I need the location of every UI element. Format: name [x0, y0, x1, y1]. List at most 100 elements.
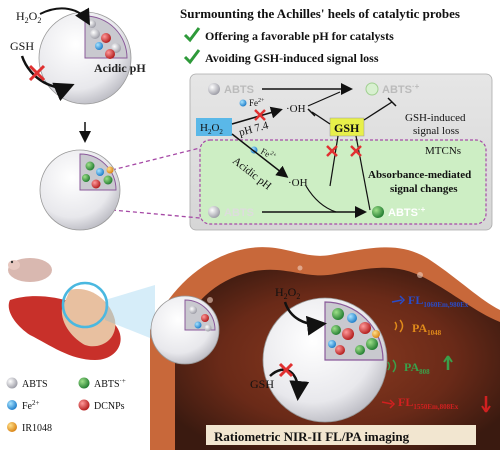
h2o2-label-top: H2O2	[16, 9, 41, 25]
pa-1048-signal: PA1048	[394, 319, 442, 337]
dcnp-ball	[342, 328, 354, 340]
top-sphere: Acidic pH H2O2 GSH	[10, 7, 146, 105]
wave-icon	[394, 319, 404, 333]
abts-radical-ball	[331, 325, 341, 335]
mtcns-label: MTCNs	[425, 145, 461, 157]
ir1048-ball	[372, 330, 380, 338]
fe-ball	[96, 168, 104, 176]
abts-radical-ball	[372, 206, 384, 218]
legend-fe-label: Fe2+	[22, 399, 40, 412]
fl1-label: FL1060Em,980Ex	[408, 293, 469, 309]
mouse-illustration	[8, 258, 155, 360]
h2o2-arrow	[39, 7, 90, 26]
dcnp-ball	[105, 49, 115, 59]
gsh-label-bottom: GSH	[250, 377, 274, 391]
gsh-box-label: GSH	[334, 121, 360, 135]
cross-icon	[28, 64, 46, 82]
mechanism-panel: MTCNs ABTS ABTS·+ H2O2 Fe2+ ·OH pH 7.4 G…	[189, 73, 493, 231]
mtcns-box	[199, 139, 487, 225]
oh-bottom-to-abts	[305, 185, 337, 213]
cross-icon	[350, 145, 362, 157]
check-icon	[183, 49, 201, 65]
h2o2-box-label: H2O2	[200, 122, 223, 136]
h2o2-arrow-bottom	[283, 301, 327, 336]
abts-radical-ball	[332, 308, 344, 320]
fe-ball	[95, 42, 103, 50]
abts-radical-ball	[355, 345, 365, 355]
cross-icon	[326, 145, 338, 157]
cross-icon	[254, 109, 266, 121]
legend-abts-radical-label: ABTS·+	[94, 377, 126, 390]
abts-ball	[88, 20, 96, 28]
main-title: Surmounting the Achilles' heels of catal…	[180, 6, 460, 21]
legend-abts-label: ABTS	[22, 379, 48, 390]
abts-ball	[208, 83, 220, 95]
oh-top-label: ·OH	[286, 103, 306, 115]
pa2-label: PA808	[404, 360, 430, 376]
legend-dcnps-label: DCNPs	[94, 401, 125, 412]
abts-ball	[208, 206, 220, 218]
h2o2-label-bottom: H2O2	[275, 285, 300, 301]
dcnp-ball	[91, 179, 101, 189]
check-icon	[183, 27, 201, 43]
wave-icon	[387, 359, 397, 373]
legend-ir1048-label: IR1048	[22, 423, 52, 434]
abts-radical-ball	[366, 338, 378, 350]
small-sphere	[150, 295, 220, 365]
pa1-label: PA1048	[412, 321, 442, 337]
cross-icon	[278, 362, 294, 378]
abts-radical-ball	[85, 161, 95, 171]
dcnp-ball	[359, 322, 371, 334]
oh-top-to-abts	[307, 91, 341, 107]
legend-abts-radical-swatch	[78, 377, 90, 389]
gsh-signal-loss-2: signal loss	[413, 125, 459, 137]
gsh-box	[329, 117, 365, 137]
fe-bottom-arrow	[231, 133, 289, 178]
absorbance-label-2: signal changes	[390, 183, 458, 195]
gsh-arrow	[20, 55, 75, 102]
caption: Ratiometric NIR-II FL/PA imaging	[214, 429, 410, 444]
abts-ball	[90, 29, 100, 39]
acidic-ph-label: Acidic pH	[94, 61, 146, 75]
gsh-arrow-bottom	[269, 368, 310, 401]
fe-ball	[239, 99, 247, 107]
pa-808-signal: PA808	[387, 355, 453, 376]
abts-bottom-right-label: ABTS·+	[388, 205, 426, 219]
fe2-top-label: Fe2+	[249, 98, 265, 108]
fe-top-arrow	[231, 106, 283, 125]
fl-1550-signal: FL1550Em,808Ex	[381, 395, 491, 413]
fe-ball	[347, 313, 357, 323]
fl-1060-signal: FL1060Em,980Ex	[391, 293, 469, 309]
middle-sphere	[39, 149, 121, 231]
gsh-to-abts-radical	[363, 101, 393, 121]
fe-ball	[194, 321, 202, 329]
check-line-2: Avoiding GSH-induced signal loss	[205, 51, 379, 65]
dcnp-ball	[101, 33, 111, 43]
gsh-signal-loss-1: GSH-induced	[405, 112, 466, 124]
dcnp-ball	[335, 345, 345, 355]
legend-ir1048-swatch	[7, 422, 17, 432]
gsh-label-top: GSH	[10, 39, 34, 53]
bottom-sphere: H2O2 GSH	[250, 285, 388, 423]
check-line-1: Offering a favorable pH for catalysts	[205, 29, 394, 43]
fe-ball	[328, 340, 336, 348]
abts-radical-ball-faded	[365, 82, 379, 96]
fl2-label: FL1550Em,808Ex	[398, 395, 459, 411]
abts-ball	[189, 306, 197, 314]
abts-radical-ball	[103, 175, 113, 185]
zoom-circle	[61, 281, 109, 329]
abts-radical-ball	[82, 174, 90, 182]
ir1048-ball	[106, 166, 114, 174]
gsh-inhibit-oh	[311, 111, 331, 125]
h2o2-box	[196, 118, 232, 136]
abts-top-right-label: ABTS·+	[382, 82, 420, 96]
legend-dcnps-swatch	[78, 399, 90, 411]
oh-bottom-label: ·OH	[288, 177, 308, 189]
dcnp-ball	[201, 314, 209, 322]
fe2-bottom-label: Fe2+	[259, 146, 278, 163]
legend: ABTS ABTS·+ Fe2+ DCNPs IR1048	[6, 377, 126, 434]
abts-bottom-left-label: ABTS	[224, 207, 254, 219]
abts-ball	[204, 324, 212, 332]
absorbance-label-1: Absorbance-mediated	[368, 169, 471, 181]
